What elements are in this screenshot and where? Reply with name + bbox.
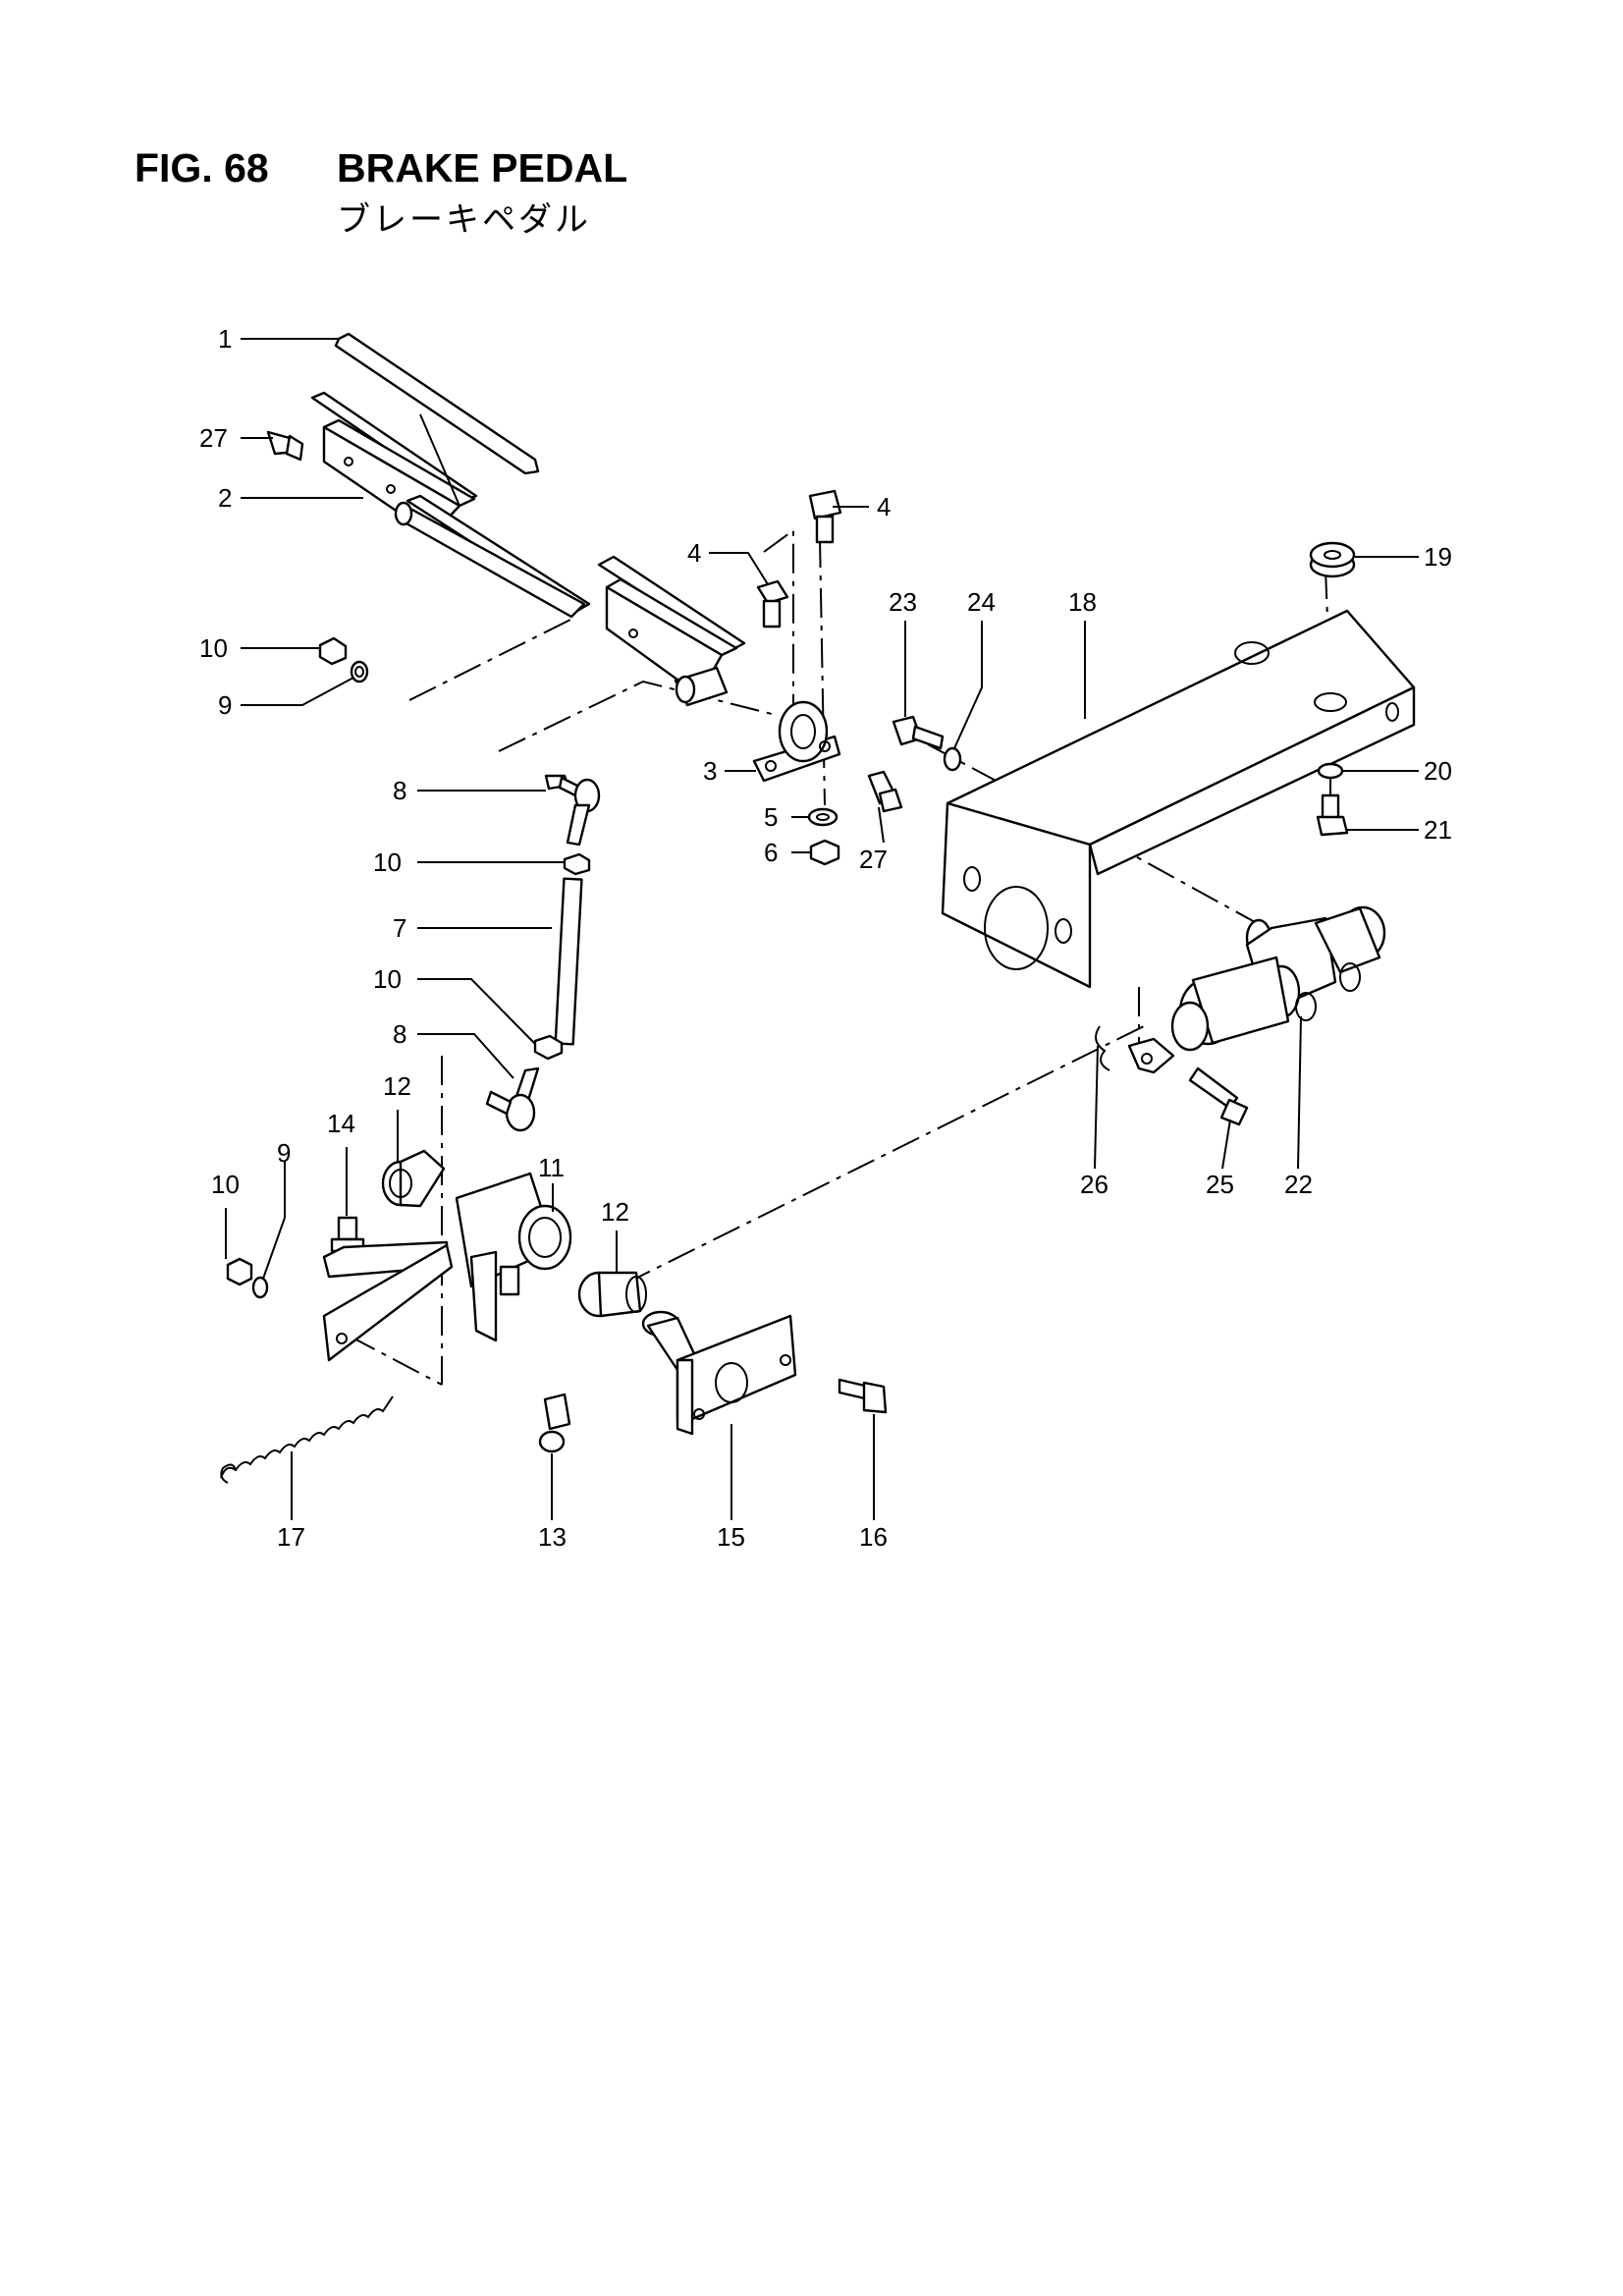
callout-27: 27 <box>859 845 888 874</box>
callout-17: 17 <box>277 1522 305 1552</box>
callout-21: 21 <box>1424 815 1452 845</box>
brake-pedal-assembly <box>310 332 746 707</box>
main-bracket-18 <box>941 609 1416 989</box>
callout-1: 1 <box>218 324 232 354</box>
callout-9: 9 <box>277 1138 291 1168</box>
callout-19: 19 <box>1424 542 1452 572</box>
callout-9: 9 <box>218 690 232 720</box>
shaft-bracket-15-bolt-16 <box>641 1310 888 1436</box>
grease-nipple-27-top <box>266 430 304 462</box>
nut-10-and-washer-9-top <box>318 636 369 683</box>
callout-25: 25 <box>1206 1170 1234 1199</box>
callout-numbers: 1 27 2 10 9 4 4 3 5 6 27 23 24 18 19 20 … <box>199 324 1452 1552</box>
callout-26: 26 <box>1080 1170 1109 1199</box>
bolt-23-washer-24 <box>892 715 962 772</box>
callout-12: 12 <box>383 1071 411 1101</box>
callout-27: 27 <box>199 423 228 453</box>
callout-8: 8 <box>393 1019 406 1049</box>
callout-13: 13 <box>538 1522 567 1552</box>
callout-8: 8 <box>393 776 406 805</box>
callout-20: 20 <box>1424 756 1452 786</box>
callout-23: 23 <box>889 587 917 617</box>
grease-fitting-13 <box>538 1393 571 1453</box>
leader-lines <box>225 338 1419 1520</box>
callout-10: 10 <box>373 847 402 877</box>
washer-5-nut-6 <box>807 807 840 866</box>
callout-6: 6 <box>764 838 778 867</box>
rubber-stopper-19 <box>1309 541 1356 578</box>
callout-14: 14 <box>327 1109 355 1138</box>
callout-10: 10 <box>373 964 402 994</box>
rod-linkage-7-8-10 <box>485 774 601 1132</box>
callout-7: 7 <box>393 913 406 943</box>
grease-nipple-27-middle <box>867 770 903 813</box>
callout-16: 16 <box>859 1522 888 1552</box>
bolts-4 <box>756 489 842 629</box>
master-cylinder-22 <box>1095 905 1386 1126</box>
callout-18: 18 <box>1068 587 1097 617</box>
callout-3: 3 <box>703 756 717 786</box>
figure-subtitle-japanese: ブレーキペダル <box>337 200 591 240</box>
pedal-shaft-assembly <box>226 1149 647 1362</box>
callout-22: 22 <box>1284 1170 1313 1199</box>
bearing-bracket-3 <box>752 700 841 783</box>
callout-11: 11 <box>538 1153 565 1182</box>
callout-2: 2 <box>218 483 232 513</box>
callout-24: 24 <box>967 587 996 617</box>
callout-10: 10 <box>211 1170 240 1199</box>
return-spring-17 <box>220 1395 394 1484</box>
washer-20-bolt-21 <box>1316 762 1349 837</box>
figure-title: BRAKE PEDAL <box>337 145 628 191</box>
callout-4: 4 <box>687 538 701 568</box>
callout-12: 12 <box>601 1197 629 1227</box>
callout-4: 4 <box>877 492 891 521</box>
figure-number: FIG. 68 <box>135 145 269 191</box>
callout-5: 5 <box>764 802 778 832</box>
callout-10: 10 <box>199 633 228 663</box>
callout-15: 15 <box>717 1522 745 1552</box>
